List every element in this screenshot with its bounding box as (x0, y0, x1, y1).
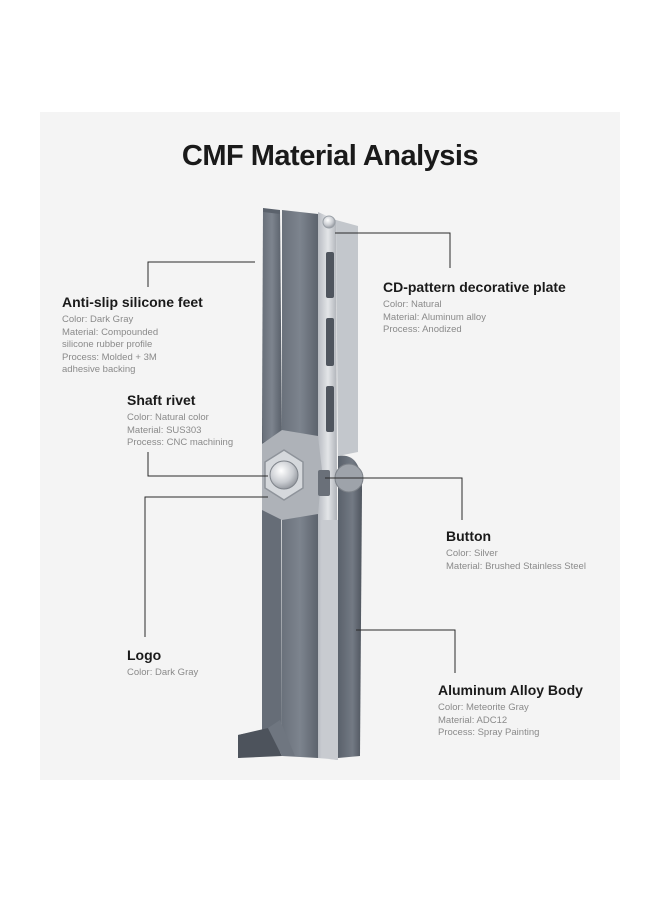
callout-heading: Anti-slip silicone feet (62, 294, 203, 310)
callout-button: Button Color: Silver Material: Brushed S… (446, 528, 586, 573)
callout-line: Color: Silver (446, 548, 498, 559)
callout-line: Color: Dark Gray (127, 667, 199, 678)
callout-heading: CD-pattern decorative plate (383, 279, 566, 295)
callout-line: Material: Aluminum alloy (383, 311, 486, 323)
leader-lines (144, 232, 463, 673)
callout-heading: Shaft rivet (127, 392, 196, 408)
callout-line: Material: SUS303 (127, 424, 202, 436)
callout-heading: Aluminum Alloy Body (438, 682, 583, 698)
callout-anti-slip-silicone-feet: Anti-slip silicone feet Color: Dark Gray… (62, 294, 203, 377)
callout-line: Process: Anodized (383, 324, 462, 336)
callout-line: Color: Natural color (127, 412, 209, 423)
callout-line: Color: Natural (383, 299, 442, 310)
callout-heading: Logo (127, 647, 162, 663)
callout-cd-pattern-decorative-plate: CD-pattern decorative plate Color: Natur… (383, 279, 566, 337)
page-title: CMF Material Analysis (181, 140, 479, 172)
callout-line: Process: Molded + 3M (62, 351, 157, 363)
callout-line: Material: Compounded (62, 326, 159, 338)
callout-line: Process: CNC machining (127, 437, 234, 449)
callout-heading: Button (446, 528, 492, 544)
callout-line: adhesive backing (62, 364, 136, 376)
callout-line: Color: Meteorite Gray (438, 702, 529, 713)
callout-line: Color: Dark Gray (62, 314, 134, 325)
callout-shaft-rivet: Shaft rivet Color: Natural color Materia… (127, 392, 233, 450)
callout-aluminum-alloy-body: Aluminum Alloy Body Color: Meteorite Gra… (438, 682, 583, 740)
aluminum-body-shape (322, 455, 362, 760)
callout-line: silicone rubber profile (62, 339, 153, 351)
callout-logo: Logo Color: Dark Gray (127, 647, 198, 680)
callout-line: Material: Brushed Stainless Steel (446, 560, 586, 572)
shaft-joint (262, 430, 364, 520)
callout-line: Process: Spray Painting (438, 727, 540, 739)
left-leg (238, 208, 318, 758)
callout-line: Material: ADC12 (438, 714, 508, 726)
